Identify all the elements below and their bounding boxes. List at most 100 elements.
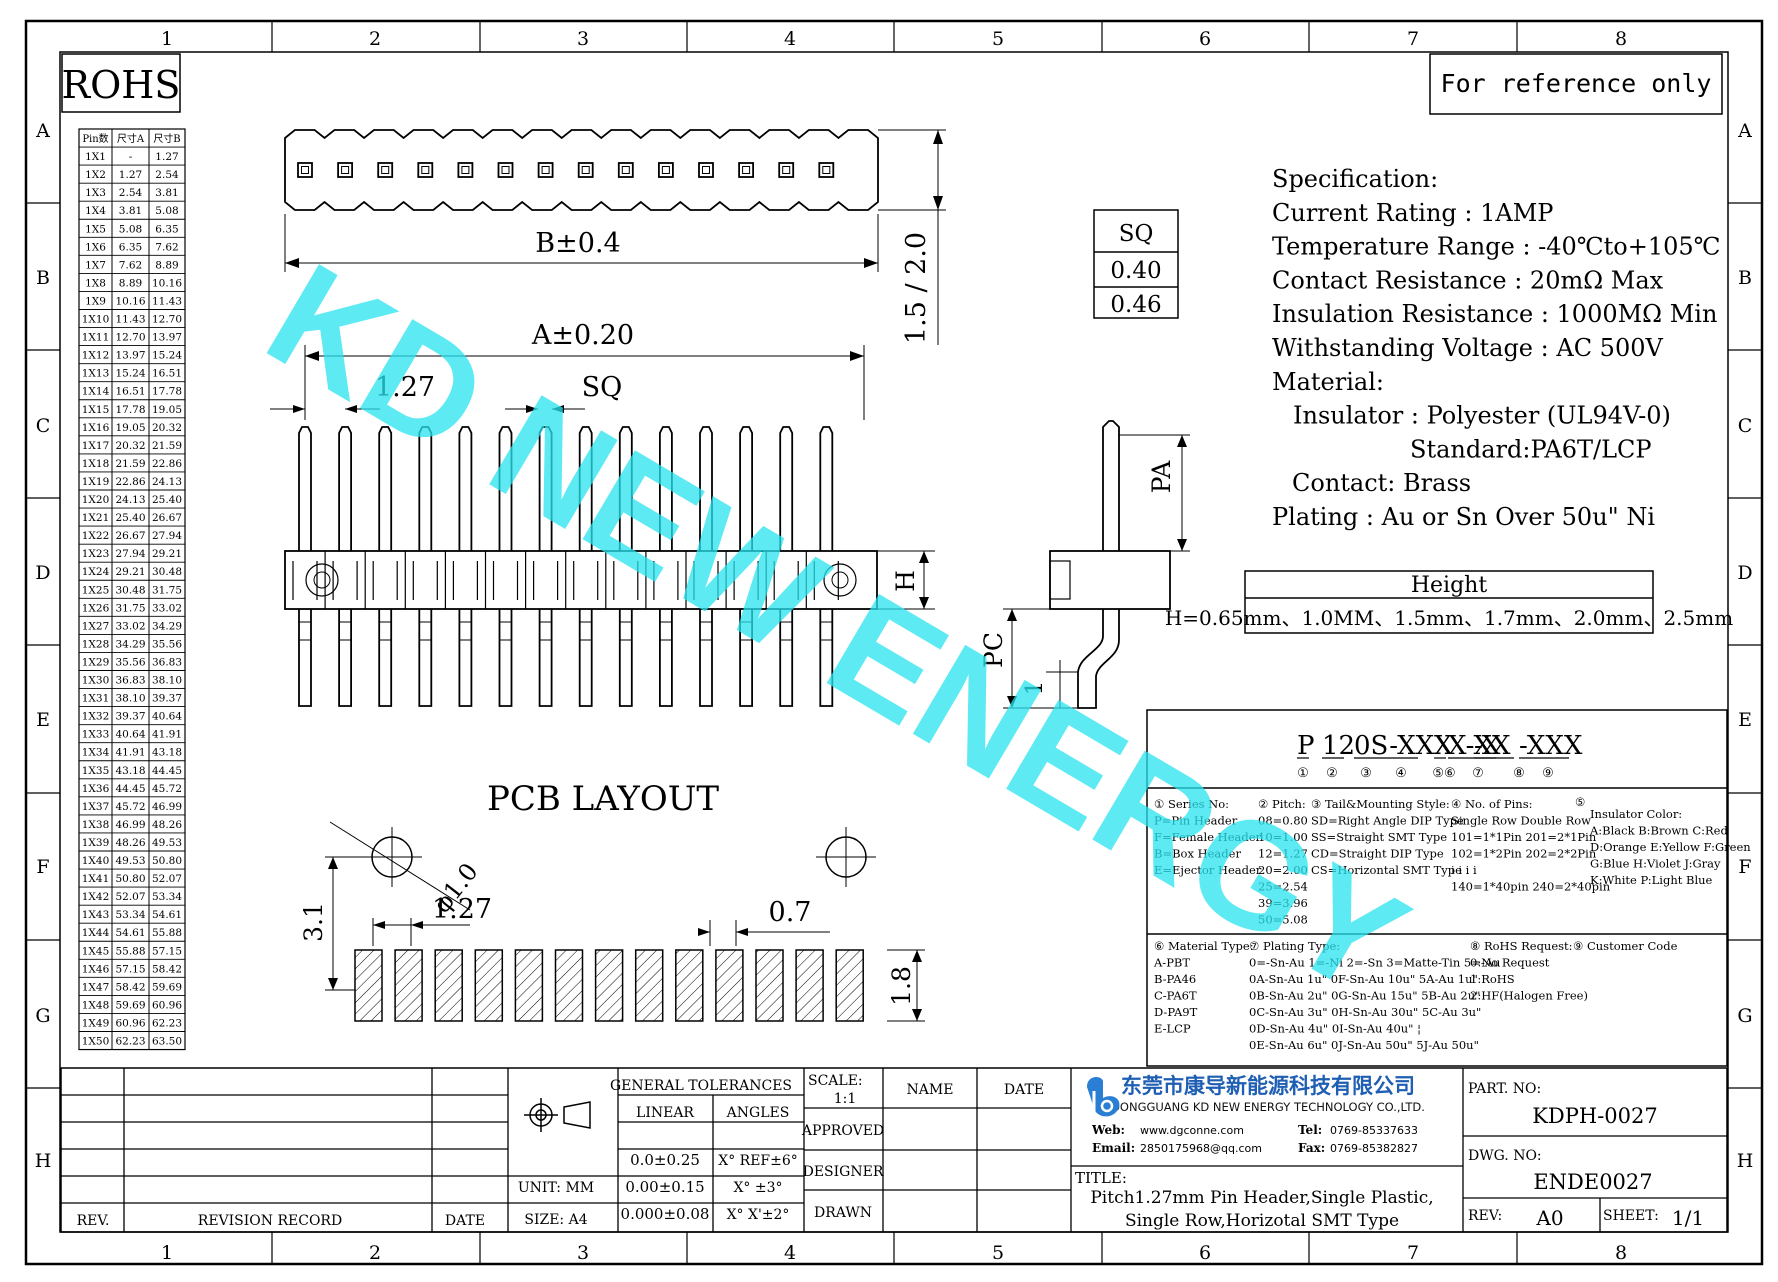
pin-table-header: 尺寸B: [153, 132, 180, 145]
pin-table-cell: 17.78: [115, 404, 145, 416]
pin-table-cell: 1X26: [82, 602, 110, 614]
pcb-pad: [715, 949, 744, 1022]
pin-table-cell: 6.35: [119, 241, 142, 253]
front-pin-upper: [659, 426, 673, 551]
pin-table-cell: 1X12: [82, 350, 110, 362]
pin-table-cell: 31.75: [115, 602, 145, 614]
pin-table-header: 尺寸A: [117, 132, 145, 145]
zone-row-label: H: [35, 1150, 52, 1172]
pin-table-cell: 33.02: [115, 620, 145, 632]
fax-label: Fax:: [1298, 1141, 1325, 1155]
pin-square: [577, 162, 594, 178]
one-label: 1: [1022, 681, 1048, 696]
pin-table-cell: 1X16: [82, 422, 110, 434]
pin-table-cell: 1X34: [82, 747, 110, 759]
pin-table-cell: 1X40: [82, 855, 110, 867]
front-pin-lower: [498, 609, 513, 707]
pcb-layout-title: PCB LAYOUT: [487, 779, 719, 819]
part-code-block: [1146, 709, 1728, 1067]
pin-table-cell: 35.56: [115, 656, 145, 668]
pin-table-cell: 1X35: [82, 765, 110, 777]
front-pin-upper: [538, 426, 553, 551]
part-code-segment: X: [1434, 731, 1453, 761]
front-pin-lower: [578, 609, 593, 707]
a-dimension-label: A±0.20: [531, 320, 634, 351]
zone-row-label: E: [36, 709, 50, 731]
sq-table-header: SQ: [1119, 221, 1154, 247]
pin-table-cell: 1X46: [82, 963, 110, 975]
legend-color: Insulator Color:: [1590, 807, 1682, 821]
pin-table-cell: 2.54: [155, 169, 179, 181]
fax-value: 0769-85382827: [1330, 1142, 1418, 1155]
pin-table-cell: 21.59: [115, 458, 145, 470]
legend-material: E-LCP: [1154, 1022, 1191, 1036]
pcb-pad: [354, 949, 383, 1022]
pin-table-cell: 1X37: [82, 801, 110, 813]
legend-plating: ⑦ Plating Type:: [1249, 939, 1340, 953]
pc-label: PC: [979, 632, 1008, 668]
tolerance-symbol: [524, 1098, 591, 1132]
pin-table-cell: 30.48: [152, 566, 182, 578]
pin-square: [417, 162, 434, 178]
legend-pitch: ② Pitch:: [1258, 797, 1306, 811]
pin-square: [778, 162, 795, 178]
rev-header: REV.: [77, 1213, 110, 1229]
legend-plating: 0E-Sn-Au 6u" 0J-Sn-Au 50u" 5J-Au 50u": [1249, 1038, 1479, 1052]
legend-material: C-PA6T: [1154, 989, 1197, 1003]
legend-plating: 0A-Sn-Au 1u" 0F-Sn-Au 10u" 5A-Au 1u": [1249, 972, 1478, 986]
pin-square: [337, 162, 354, 178]
sheet-value: 1/1: [1672, 1206, 1704, 1230]
b-dimension-label: B±0.4: [535, 228, 620, 259]
part-code-segment: 12: [1322, 731, 1355, 761]
rev-value: A0: [1535, 1206, 1563, 1230]
pin-table-cell: 46.99: [115, 819, 145, 831]
spec-line: Specification:: [1272, 165, 1438, 193]
part-no-value: KDPH-0027: [1532, 1104, 1658, 1128]
reference-note: For reference only: [1441, 69, 1712, 98]
part-code-index: ②: [1326, 766, 1338, 781]
designer-label: DESIGNER: [803, 1164, 884, 1180]
pin-table-cell: 5.08: [155, 205, 178, 217]
pin-table-cell: 63.50: [152, 1036, 182, 1048]
zone-row-label: C: [36, 415, 51, 437]
pin-square: [457, 162, 474, 178]
pin-table-cell: 40.64: [115, 729, 145, 741]
zone-row-label: A: [1737, 120, 1752, 142]
pcb-pad: [514, 949, 544, 1022]
pin-table-cell: 1X30: [82, 675, 110, 687]
part-code-segment: -XXX: [1519, 731, 1583, 761]
pin-table-cell: 1X15: [82, 404, 110, 416]
legend-series: ① Series No:: [1154, 797, 1229, 811]
legend-pitch: 25=2.54: [1258, 880, 1308, 894]
front-pin-lower: [779, 609, 794, 707]
pcb-layout: [325, 821, 925, 1022]
pin-table-cell: 3.81: [155, 187, 178, 199]
zone-column-label: 8: [1615, 28, 1627, 50]
zone-row-label: D: [35, 562, 50, 584]
pin-table-cell: 1X1: [85, 151, 106, 163]
legend-pins: 101=1*1Pin 201=2*1Pin: [1451, 830, 1597, 844]
side-view-body: [1049, 550, 1171, 610]
legend-material: B-PA46: [1154, 972, 1196, 986]
pin-table-cell: 52.07: [115, 891, 145, 903]
pin-table-cell: 25.40: [115, 512, 145, 524]
zone-column-label: 2: [369, 1242, 381, 1264]
pcb-pad: [755, 949, 784, 1022]
angles-header: ANGLES: [726, 1105, 790, 1121]
spec-line: Standard:PA6T/LCP: [1410, 435, 1652, 463]
pin-table-cell: 55.88: [152, 927, 182, 939]
pcb-pad: [594, 949, 624, 1022]
part-code-segment: X-XX: [1448, 731, 1511, 761]
pin-table-cell: 20.32: [115, 440, 145, 452]
height-table-values: H=0.65mm、1.0MM、1.5mm、1.7mm、2.0mm、2.5mm: [1165, 606, 1733, 630]
legend-material: ⑥ Material Type:: [1154, 939, 1254, 953]
company-logo: [1087, 1077, 1120, 1117]
zone-column-label: 8: [1615, 1242, 1627, 1264]
front-right-boss: [823, 563, 857, 597]
zone-markers: [26, 21, 1762, 1264]
pin-table-cell: 1X22: [82, 530, 110, 542]
front-view-body: [284, 550, 878, 610]
legend-tail: CS=Horizontal SMT Type: [1311, 863, 1462, 877]
